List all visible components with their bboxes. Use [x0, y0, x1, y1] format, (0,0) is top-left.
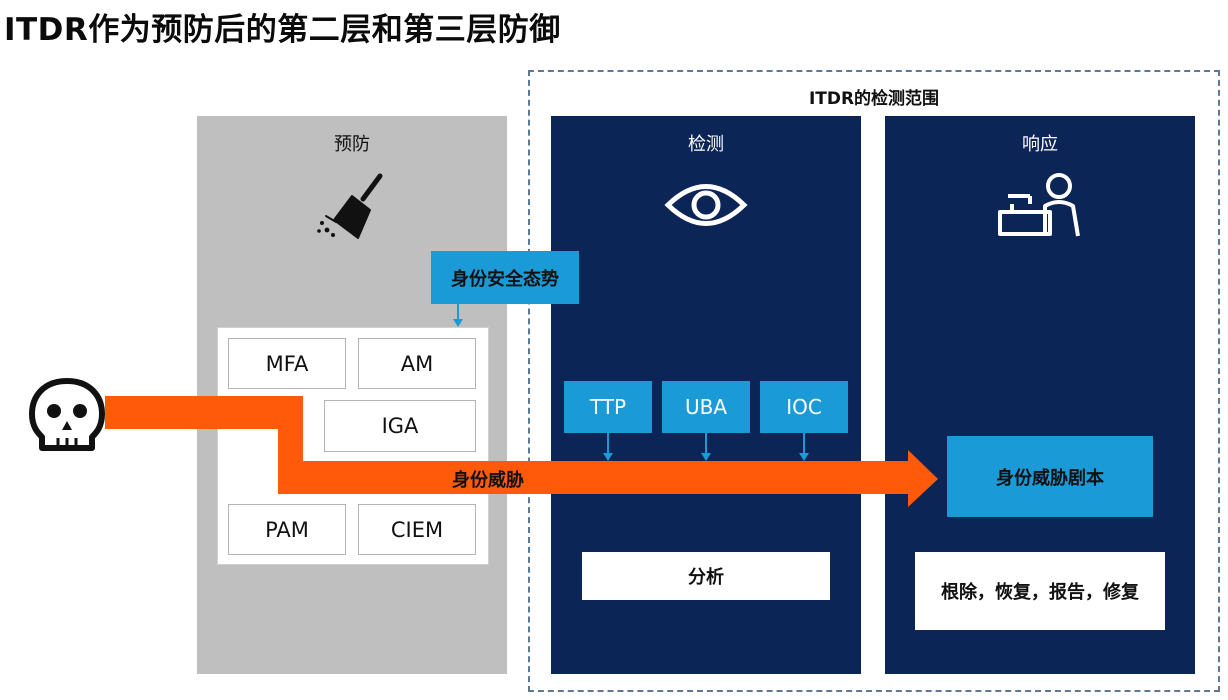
prevention-title: 预防 — [334, 134, 370, 155]
identity-posture-tag: 身份安全态势 — [431, 251, 579, 304]
control-iga: IGA — [324, 400, 476, 452]
page-title: ITDR作为预防后的第二层和第三层防御 — [4, 12, 561, 48]
control-am: AM — [358, 338, 476, 389]
eye-icon — [664, 184, 748, 226]
response-title: 响应 — [1022, 134, 1058, 155]
responder-desk-icon — [998, 173, 1080, 237]
response-actions-box: 根除，恢复，报告，修复 — [915, 552, 1165, 630]
posture-connector — [453, 304, 463, 327]
tag-ioc: IOC — [760, 381, 848, 433]
analysis-box: 分析 — [582, 552, 830, 600]
tag-uba: UBA — [662, 381, 750, 433]
itdr-scope-frame — [528, 70, 1220, 692]
control-ciem: CIEM — [358, 504, 476, 555]
threat-label: 身份威胁 — [452, 470, 524, 491]
control-mfa: MFA — [228, 338, 346, 389]
skull-icon — [29, 378, 105, 451]
detection-title: 检测 — [688, 134, 724, 155]
broom-icon — [317, 173, 383, 239]
tag-ttp: TTP — [564, 381, 652, 433]
threat-playbook-box: 身份威胁剧本 — [947, 436, 1153, 517]
threat-arrow — [105, 396, 938, 507]
detection-connectors — [603, 433, 809, 461]
itdr-scope-label: ITDR的检测范围 — [808, 89, 940, 109]
control-pam: PAM — [228, 504, 346, 555]
